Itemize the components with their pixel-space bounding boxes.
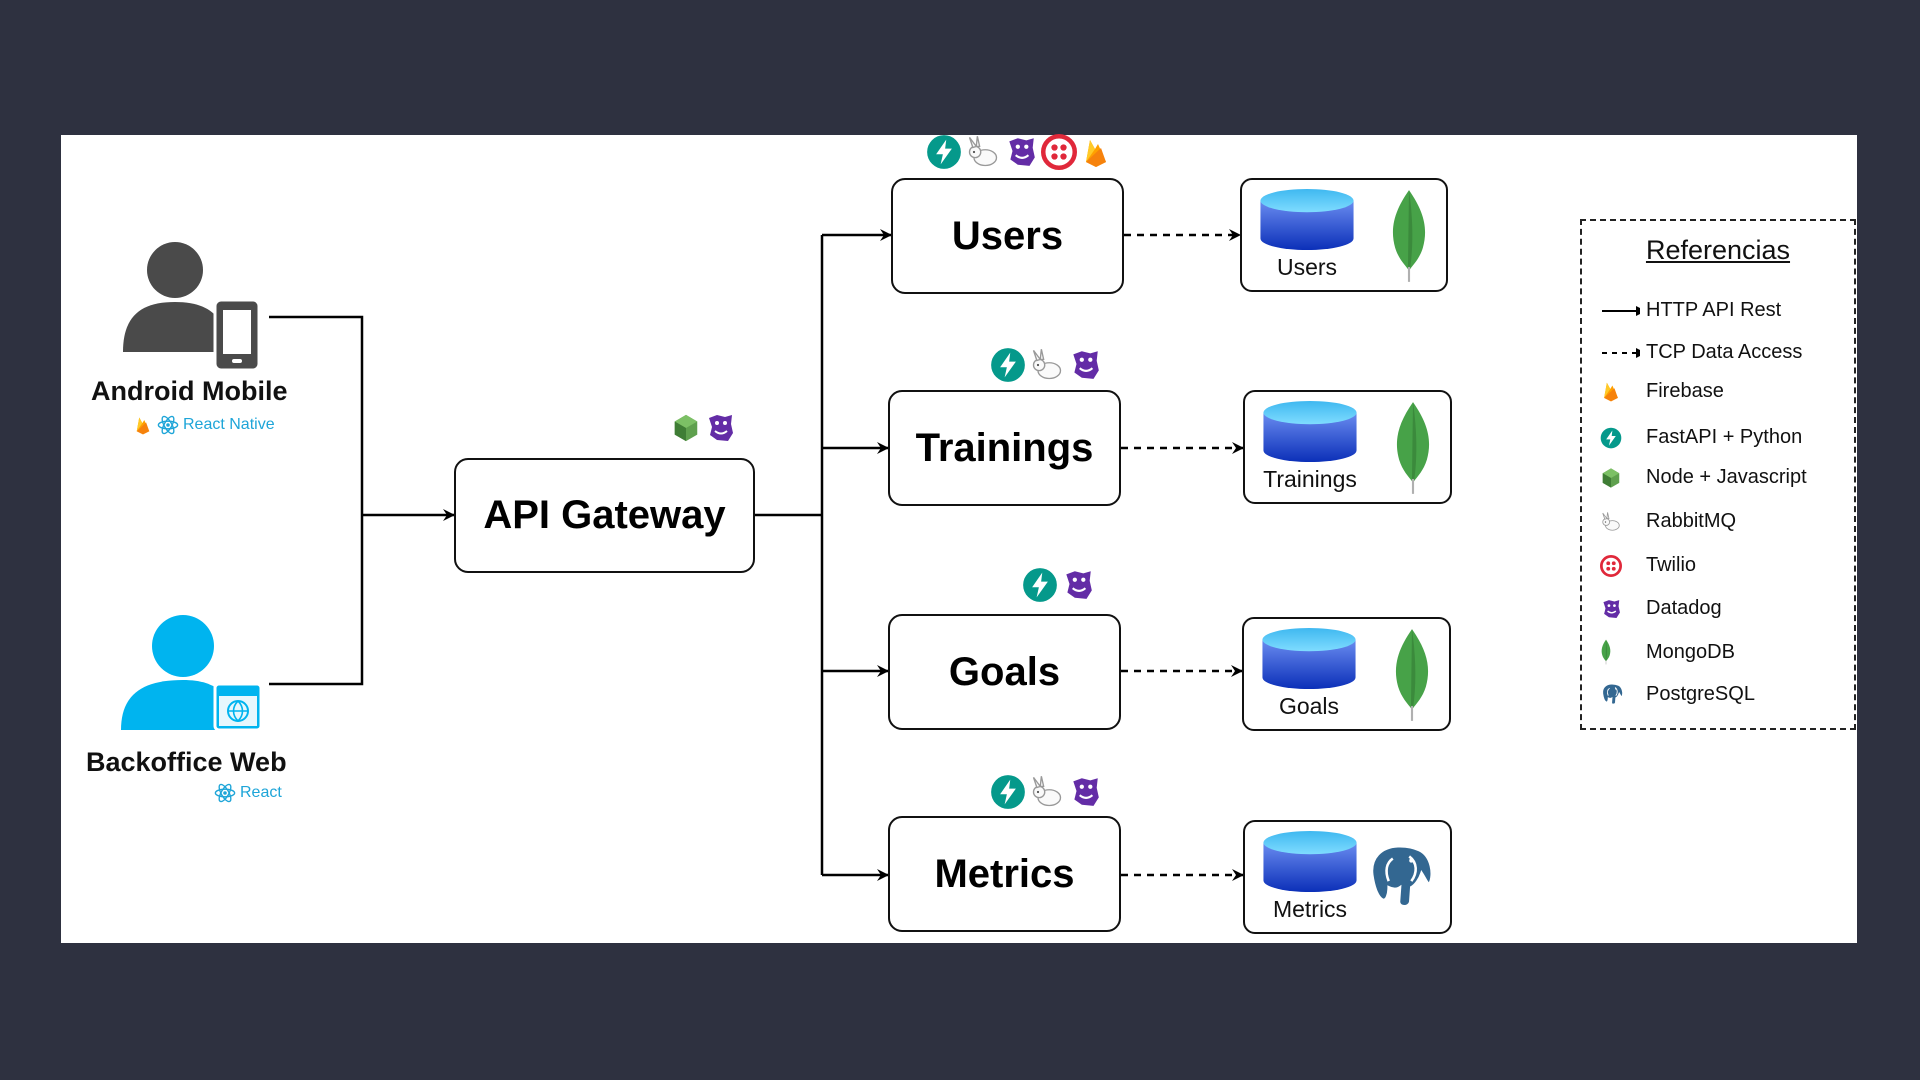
- legend-label: Twilio: [1646, 554, 1697, 576]
- api-gateway-box: API Gateway: [454, 458, 755, 573]
- mongodb-icon: [1600, 639, 1612, 665]
- legend-item-rabbitmq: RabbitMQ: [1600, 510, 1736, 533]
- legend-label: FastAPI + Python: [1646, 426, 1803, 448]
- goals-service-label: Goals: [948, 649, 1061, 694]
- mongodb-icon: [1386, 188, 1432, 284]
- users-service-label: Users: [951, 213, 1064, 258]
- metrics-service-label: Metrics: [934, 851, 1075, 896]
- api-gateway-label: API Gateway: [483, 493, 726, 537]
- trainings-service-label: Trainings: [915, 425, 1094, 470]
- legend-item-datadog: Datadog: [1600, 597, 1722, 620]
- mongodb-icon: [1390, 400, 1436, 496]
- web-tech-label: React: [240, 784, 282, 801]
- users-service-box: Users: [891, 178, 1124, 294]
- mobile-user-icon: [123, 242, 261, 372]
- datadog-icon: [1068, 775, 1102, 809]
- firebase-icon: [1080, 134, 1112, 170]
- goals-db-box: Goals: [1242, 617, 1451, 731]
- mongodb-icon: [1389, 627, 1435, 723]
- mobile-tech-label: React Native: [183, 416, 275, 433]
- datadog-icon: [1004, 135, 1038, 169]
- rabbitmq-icon: [1600, 511, 1622, 533]
- fastapi-icon: [1022, 567, 1058, 603]
- legend-label: MongoDB: [1646, 640, 1735, 663]
- nodejs-icon: [1600, 467, 1622, 489]
- database-icon: [1261, 400, 1359, 464]
- database-icon: [1260, 627, 1358, 691]
- legend-label: PostgreSQL: [1646, 682, 1755, 705]
- legend-item-tcp: TCP Data Access: [1600, 341, 1802, 364]
- legend-item-node: Node + Javascript: [1600, 466, 1807, 489]
- legend-item-http: HTTP API Rest: [1600, 299, 1781, 322]
- postgresql-icon: [1600, 682, 1624, 706]
- trainings-service-box: Trainings: [888, 390, 1121, 506]
- goals-tech-icons: [1022, 567, 1095, 603]
- database-icon: [1261, 830, 1359, 894]
- goals-db-label: Goals: [1278, 693, 1340, 719]
- react-icon: [157, 414, 179, 436]
- fastapi-icon: [990, 774, 1026, 810]
- legend-label: Node + Javascript: [1646, 466, 1807, 488]
- users-db-label: Users: [1276, 254, 1338, 280]
- datadog-icon: [704, 412, 736, 444]
- metrics-tech-icons: [990, 774, 1102, 810]
- solid-arrow-icon: [1602, 305, 1640, 316]
- legend-label: Datadog: [1646, 597, 1722, 619]
- trainings-db-label: Trainings: [1263, 466, 1357, 492]
- nodejs-icon: [671, 412, 701, 444]
- twilio-icon: [1600, 555, 1622, 577]
- legend-item-mongodb: MongoDB: [1600, 639, 1735, 665]
- legend-label: RabbitMQ: [1646, 510, 1737, 532]
- web-label: Backoffice Web: [86, 747, 287, 777]
- firebase-icon: [133, 414, 153, 436]
- fastapi-icon: [990, 347, 1026, 383]
- legend-item-firebase: Firebase: [1600, 379, 1724, 403]
- legend-item-twilio: Twilio: [1600, 554, 1696, 577]
- legend-label: Firebase: [1646, 379, 1724, 402]
- dashed-arrow-icon: [1602, 347, 1640, 358]
- fastapi-icon: [926, 134, 962, 170]
- react-icon: [214, 782, 236, 804]
- fastapi-icon: [1600, 427, 1622, 449]
- legend-title: Referencias: [1645, 235, 1791, 265]
- legend: Referencias HTTP API Rest TCP Data Acces…: [1580, 219, 1856, 730]
- datadog-icon: [1061, 568, 1095, 602]
- postgresql-icon: [1364, 840, 1436, 912]
- rabbitmq-icon: [965, 134, 1001, 170]
- rabbitmq-icon: [1029, 774, 1065, 810]
- web-tech: React: [214, 782, 282, 804]
- goals-service-box: Goals: [888, 614, 1121, 730]
- legend-label: TCP Data Access: [1646, 341, 1803, 363]
- database-icon: [1258, 188, 1356, 252]
- legend-item-fastapi: FastAPI + Python: [1600, 426, 1802, 449]
- datadog-icon: [1068, 348, 1102, 382]
- mobile-label: Android Mobile: [91, 376, 288, 406]
- trainings-db-box: Trainings: [1243, 390, 1452, 504]
- twilio-icon: [1041, 134, 1077, 170]
- gateway-tech-icons: [671, 412, 736, 444]
- trainings-tech-icons: [990, 347, 1102, 383]
- metrics-db-box: Metrics: [1243, 820, 1452, 934]
- users-db-box: Users: [1240, 178, 1448, 292]
- rabbitmq-icon: [1029, 347, 1065, 383]
- legend-item-postgresql: PostgreSQL: [1600, 682, 1755, 706]
- firebase-icon: [1600, 379, 1622, 403]
- users-tech-icons: [926, 134, 1112, 170]
- datadog-icon: [1600, 598, 1622, 620]
- web-user-icon: [121, 615, 263, 732]
- metrics-db-label: Metrics: [1272, 896, 1348, 922]
- mobile-tech: React Native: [133, 414, 275, 436]
- metrics-service-box: Metrics: [888, 816, 1121, 932]
- legend-label: HTTP API Rest: [1646, 299, 1782, 321]
